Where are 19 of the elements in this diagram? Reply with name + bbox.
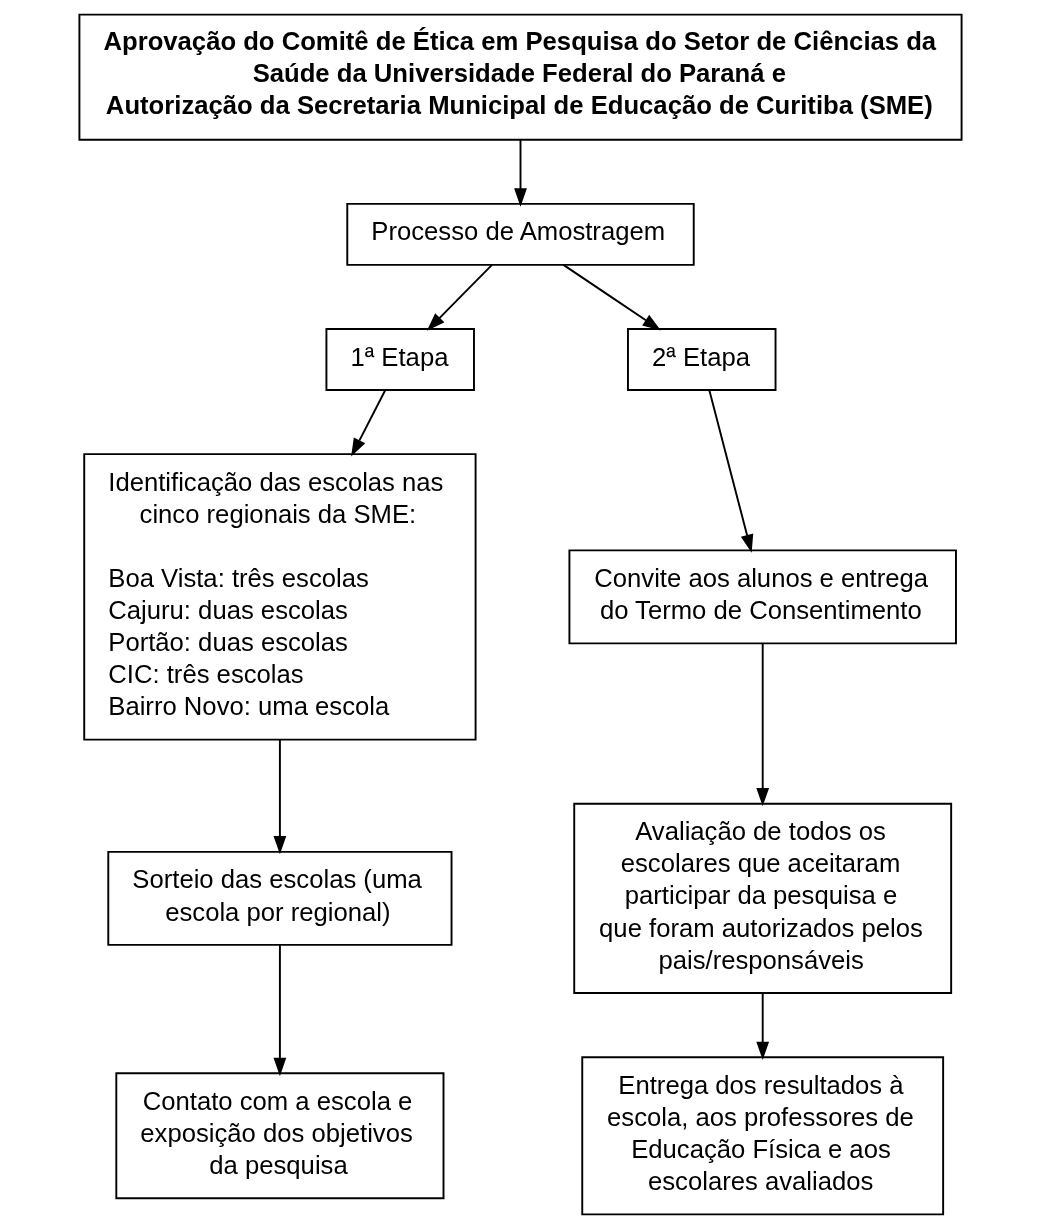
node-box: Processo de Amostragem [346,202,695,266]
node-box: 2ª Etapa [627,328,777,391]
arrow [562,263,661,331]
arrow [708,389,754,553]
arrow [426,263,493,331]
node-box: Aprovação do Comitê de Ética em Pesquisa do Setor de Ciências da Saúde da Universidade Federal do Paraná e Autorização da Secretaria Municipal de Educação de Curitiba (SME) [78,13,963,141]
arrow [273,738,287,855]
arrow [351,389,387,457]
node-box: Identificação das escolas nas cinco regionais da SME: Boa Vista: três escolas Cajuru: duas escolas Portão: duas escolas CIC: três escolas Bairro Novo: uma escola [83,453,477,741]
arrow [756,642,770,807]
node-box: Avaliação de todos os escolares que aceitaram participar da pesquisa e que foram autorizados pelos pais/responsáveis [573,802,953,994]
node-box: Entrega dos resultados à escola, aos professores de Educação Física e aos escolares avaliados [581,1056,945,1216]
node-box: Contato com a escola e exposição dos objetivos da pesquisa [115,1072,445,1200]
arrow [514,139,527,207]
node-box: 1ª Etapa [325,328,475,391]
node-box: Sorteio das escolas (uma escola por regional) [107,850,453,946]
arrow [273,944,287,1077]
arrow [756,992,770,1060]
node-box: Convite aos alunos e entrega do Termo de Consentimento [568,549,957,645]
